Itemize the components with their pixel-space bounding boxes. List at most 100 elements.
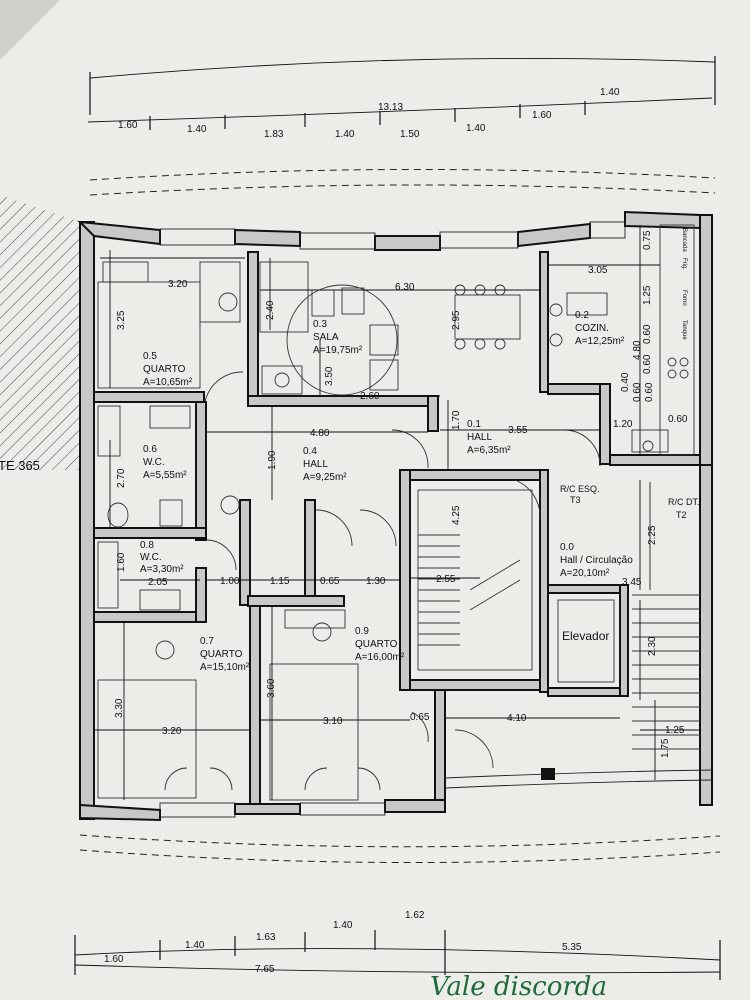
- room-name: QUARTO: [143, 364, 186, 375]
- rc-dt-line1: R/C DT.: [668, 497, 700, 507]
- balcony-outline-top-1: [89, 168, 716, 181]
- kitchen-label-tanque: Tanque: [681, 320, 687, 340]
- dim-q07-width: 3.20: [162, 726, 182, 737]
- dim-coz-side: 0.60: [668, 414, 688, 425]
- walls: [77, 210, 713, 822]
- dim-top-seg-4: 1.40: [335, 129, 355, 140]
- dim-top-total: 13.13: [378, 102, 403, 113]
- room-name: W.C.: [143, 457, 165, 468]
- room-number: 0.8: [140, 540, 154, 551]
- room-name: SALA: [313, 332, 339, 343]
- dim-q09-height: 3.60: [266, 678, 277, 698]
- room-name: COZIN.: [575, 323, 609, 334]
- dim-circ-h: 2.25: [647, 525, 658, 545]
- room-0-9: 0.9 QUARTO A=16,00m²: [355, 626, 405, 663]
- dim-coz-g: 0.60: [644, 382, 655, 402]
- dim-row-c: 0.65: [320, 576, 340, 587]
- kitchen-label-bancada: Bancada: [681, 228, 687, 252]
- dim-coz-h2: 1.20: [613, 419, 633, 430]
- dim-hall1-height: 1.70: [451, 410, 462, 430]
- dim-wc08-height: 1.60: [116, 552, 127, 572]
- dim-bottom-seg-2: 1.40: [185, 940, 205, 951]
- kitchen-label-frig: Frig.: [681, 258, 687, 270]
- room-area: A=20,10m²: [560, 568, 610, 579]
- neighbor-label: TE 365: [0, 458, 40, 473]
- room-area: A=16,00m²: [355, 652, 405, 663]
- room-area: A=15,10m²: [200, 662, 250, 673]
- dim-top-seg-6: 1.40: [466, 123, 486, 134]
- room-name: HALL: [303, 459, 328, 470]
- room-number: 0.4: [303, 446, 317, 457]
- rc-dt-line2: T2: [676, 510, 687, 520]
- room-area: A=10,65m²: [143, 377, 193, 388]
- dim-top-seg-8: 1.40: [600, 87, 620, 98]
- dim-hall4-height: 1.90: [267, 450, 278, 470]
- dim-wc08-width: 2.05: [148, 577, 168, 588]
- room-0-8: 0.8 W.C. A=3,30m²: [140, 540, 184, 575]
- dim-row-a: 1.00: [220, 576, 240, 587]
- dim-sala-h3: 3.50: [324, 366, 335, 386]
- room-name: HALL: [467, 432, 492, 443]
- dim-bottom-seg-3: 1.63: [256, 932, 276, 943]
- elevator-label: Elevador: [562, 629, 609, 643]
- dim-coz-c: 0.60: [642, 324, 653, 344]
- dim-bottom-right-total: 5.35: [562, 942, 582, 953]
- dim-q09-width: 3.10: [323, 716, 343, 727]
- dim-coz-a: 0.75: [642, 230, 653, 250]
- handwritten-note: Vale discorda: [430, 972, 607, 1000]
- room-0-5: 0.5 QUARTO A=10,65m²: [143, 351, 193, 388]
- dim-coz-f: 0.60: [632, 382, 643, 402]
- dim-coz-height: 4.80: [632, 340, 643, 360]
- balcony-outline-bottom-2: [79, 849, 721, 864]
- dim-hall1-width: 3.55: [508, 425, 528, 436]
- top-dimension-chain: 13.13 1.60 1.40 1.83 1.40 1.50 1.40 1.60…: [87, 56, 716, 140]
- bottom-dimension-chain: 1.60 1.40 1.63 1.40 1.62 7.65 5.35: [74, 910, 721, 980]
- dim-q07-height: 3.30: [114, 698, 125, 718]
- room-0-2: 0.2 COZIN. A=12,25m²: [575, 310, 625, 347]
- dim-coz-b: 1.25: [642, 285, 653, 305]
- dim-hall4-width: 4.80: [310, 428, 330, 439]
- paper-shadow: [0, 0, 60, 60]
- dim-top-seg-2: 1.40: [187, 124, 207, 135]
- dim-q05-width: 3.20: [168, 279, 188, 290]
- room-number: 0.2: [575, 310, 589, 321]
- balcony-outline-top-2: [89, 184, 716, 196]
- room-area: A=3,30m²: [140, 564, 184, 575]
- dim-circ-h3: 1.75: [660, 738, 671, 758]
- room-number: 0.1: [467, 419, 481, 430]
- dim-top-seg-5: 1.50: [400, 129, 420, 140]
- dim-bottom-seg-1: 1.60: [104, 954, 124, 965]
- room-name: QUARTO: [200, 649, 243, 660]
- furniture: [97, 224, 700, 801]
- room-number: 0.6: [143, 444, 157, 455]
- room-number: 0.5: [143, 351, 157, 362]
- dim-circ-w2: 4.10: [507, 713, 527, 724]
- dim-sala-width: 6.30: [395, 282, 415, 293]
- dim-bottom-left-total: 7.65: [255, 964, 275, 975]
- dim-circ-w3: 1.25: [665, 725, 685, 736]
- room-area: A=12,25m²: [575, 336, 625, 347]
- neighbor-hatched-area: [0, 195, 80, 470]
- dim-coz-e: 0.40: [620, 372, 631, 392]
- room-number: 0.9: [355, 626, 369, 637]
- dim-circ-h2: 2.30: [647, 636, 658, 656]
- dim-sala-w2: 2.60: [360, 391, 380, 402]
- dim-stair-height: 4.25: [451, 505, 462, 525]
- room-0-0: 0.0 Hall / Circulação A=20,10m²: [560, 542, 633, 579]
- kitchen-label-forno: Forno: [681, 290, 687, 306]
- dim-stair-width: 2.55: [436, 574, 456, 585]
- dim-circ-w: 3.45: [622, 577, 642, 588]
- room-0-4: 0.4 HALL A=9,25m²: [303, 446, 347, 483]
- room-0-3: 0.3 SALA A=19,75m²: [313, 319, 363, 356]
- room-area: A=6,35m²: [467, 445, 511, 456]
- inner-dimensions: 3.20 3.25 6.30 2.40 2.95 3.50 2.60 3.05 …: [94, 225, 700, 800]
- room-area: A=19,75m²: [313, 345, 363, 356]
- dim-row-d: 1.30: [366, 576, 386, 587]
- room-area: A=9,25m²: [303, 472, 347, 483]
- dim-q05-height: 3.25: [116, 310, 127, 330]
- room-number: 0.0: [560, 542, 574, 553]
- dim-bottom-seg-4: 1.40: [333, 920, 353, 931]
- dim-q09-x: 0.65: [410, 712, 430, 723]
